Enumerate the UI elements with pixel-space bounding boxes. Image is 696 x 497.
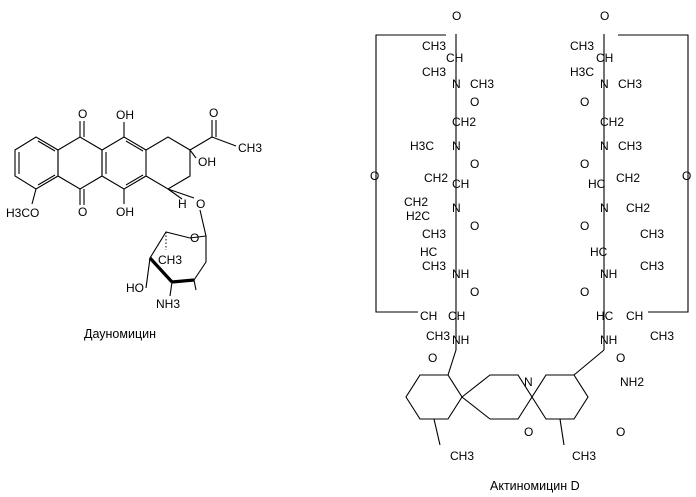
left-chain-label: CH2 bbox=[452, 115, 476, 129]
left-chain-label: H2C bbox=[406, 209, 430, 223]
left-chain-label: O bbox=[428, 351, 437, 365]
core-middle-ring bbox=[461, 374, 533, 420]
daunomycin-label-ch3-acetyl: CH3 bbox=[238, 141, 262, 155]
left-chain-label: CH3 bbox=[422, 227, 446, 241]
left-chain-label: CH3 bbox=[470, 77, 494, 91]
right-chain-label: O bbox=[580, 157, 589, 171]
left-chain-label: CH3 bbox=[422, 65, 446, 79]
left-chain-label: CH bbox=[420, 309, 437, 323]
core-label: N bbox=[524, 375, 533, 389]
right-chain-label: O bbox=[580, 285, 589, 299]
daunomycin-label-oh-ring: OH bbox=[198, 155, 216, 169]
right-chain-label: CH3 bbox=[570, 39, 594, 53]
daunomycin-label-ho-sugar: HO bbox=[126, 281, 144, 295]
right-chain-label: CH2 bbox=[616, 171, 640, 185]
right-chain-label: N bbox=[600, 139, 609, 153]
left-chain-label: HC bbox=[420, 245, 438, 259]
left-chain-label: H3C bbox=[410, 139, 434, 153]
right-lactone-o-label: O bbox=[682, 169, 691, 183]
daunomycin-label-o-glyco: O bbox=[196, 197, 205, 211]
daunomycin-label-o-top: O bbox=[78, 107, 87, 121]
daunomycin-label-ch3-sugar: CH3 bbox=[158, 253, 182, 267]
left-chain-label: CH2 bbox=[404, 195, 428, 209]
left-chain-label: CH bbox=[446, 51, 463, 65]
right-chain-label: HC bbox=[590, 245, 608, 259]
right-chain-label: CH2 bbox=[600, 115, 624, 129]
left-chain-label: N bbox=[452, 201, 461, 215]
right-chain-label: CH bbox=[596, 51, 613, 65]
right-chain-label: NH bbox=[600, 333, 617, 347]
ring-b bbox=[57, 136, 103, 190]
right-chain-label: CH3 bbox=[640, 227, 664, 241]
left-chain-label: N bbox=[452, 139, 461, 153]
daunomycin-label-h3co: H3CO bbox=[6, 206, 39, 220]
right-chain-label: CH3 bbox=[640, 259, 664, 273]
daunomycin-label-o-sugar: O bbox=[190, 231, 199, 245]
right-chain-label: N bbox=[600, 77, 609, 91]
right-chain-label: CH3 bbox=[618, 139, 642, 153]
right-chain-label: NH bbox=[600, 267, 617, 281]
ring-a bbox=[14, 136, 59, 190]
right-lactone-bond bbox=[618, 34, 689, 313]
left-chain-label: O bbox=[470, 285, 479, 299]
right-chain-label: HC bbox=[596, 309, 614, 323]
left-chain-label: CH bbox=[452, 177, 469, 191]
core-left-ring bbox=[405, 374, 463, 420]
ring-d bbox=[145, 136, 191, 190]
left-chain-label: NH bbox=[452, 267, 469, 281]
right-chain-label: CH3 bbox=[650, 329, 674, 343]
left-chain-label: O bbox=[470, 95, 479, 109]
daunomycin-label-o-bottom: O bbox=[78, 205, 87, 219]
left-chain-label: CH2 bbox=[424, 171, 448, 185]
left-chain-label: O bbox=[470, 157, 479, 171]
left-chain-label: N bbox=[452, 77, 461, 91]
right-chain-label: CH3 bbox=[618, 77, 642, 91]
right-chain-label: O bbox=[580, 95, 589, 109]
ring-c bbox=[101, 136, 147, 190]
daunomycin-label-nh3-sugar: NH3 bbox=[156, 297, 180, 311]
core-label: CH3 bbox=[450, 449, 474, 463]
daunomycin-label-h-glyco: H bbox=[178, 197, 187, 211]
left-chain-label: CH3 bbox=[422, 39, 446, 53]
right-chain-label: CH bbox=[626, 309, 643, 323]
daunomycin-caption: Дауномицин bbox=[84, 327, 156, 341]
left-chain-label: O bbox=[470, 219, 479, 233]
left-chain-label: O bbox=[452, 9, 461, 23]
actinomycin-structure: O CH3 CH CH3 N CH3 O CH2 H3C N O CH2 CH … bbox=[370, 9, 691, 493]
core-label: O bbox=[524, 425, 533, 439]
left-chain-label: CH3 bbox=[426, 329, 450, 343]
left-lactone-bond bbox=[375, 34, 446, 313]
core-label: NH2 bbox=[620, 375, 644, 389]
core-label: O bbox=[616, 425, 625, 439]
right-chain-label: HC bbox=[588, 177, 606, 191]
left-chain-label: CH3 bbox=[422, 259, 446, 273]
right-chain-label: N bbox=[600, 201, 609, 215]
right-chain-label: CH2 bbox=[626, 201, 650, 215]
core-right-ring bbox=[531, 374, 589, 420]
daunomycin-structure: O O OH OH OH H3CO CH3 O H O O CH3 HO NH3… bbox=[6, 106, 262, 341]
left-chain-label: CH bbox=[448, 309, 465, 323]
daunomycin-label-oh-bottom: OH bbox=[116, 205, 134, 219]
daunomycin-label-o-acetyl: O bbox=[209, 106, 218, 120]
right-chain-label: O bbox=[580, 219, 589, 233]
daunomycin-label-oh-top: OH bbox=[116, 108, 134, 122]
actinomycin-caption: Актиномицин D bbox=[490, 479, 580, 493]
core-label: CH3 bbox=[572, 449, 596, 463]
right-chain-label: H3C bbox=[570, 65, 594, 79]
left-lactone-o-label: O bbox=[370, 169, 379, 183]
right-chain-label: O bbox=[600, 9, 609, 23]
left-chain-label: NH bbox=[452, 333, 469, 347]
right-chain-label: O bbox=[616, 351, 625, 365]
